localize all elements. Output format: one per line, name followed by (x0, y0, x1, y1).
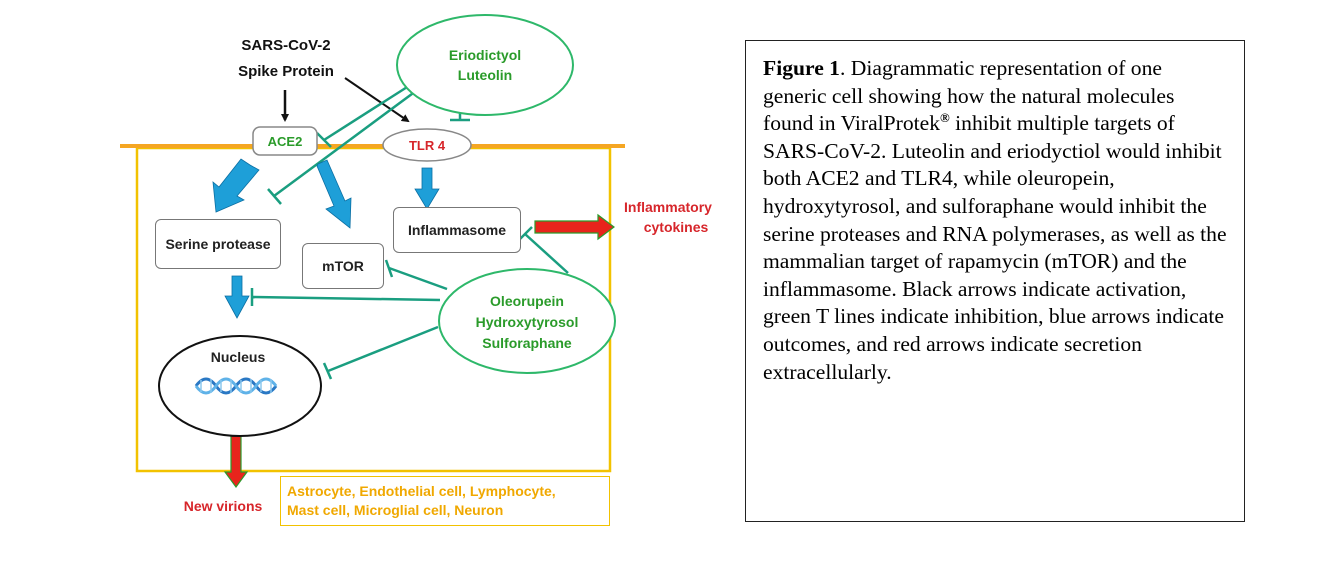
inhibition-lines-bottom (250, 226, 569, 380)
virion-release-arrow (223, 431, 249, 489)
eriodictyol-luteolin-ellipse (396, 14, 574, 116)
cell-types-legend: Astrocyte, Endothelial cell, Lymphocyte,… (280, 476, 610, 526)
activation-arrow-tlr4 (344, 77, 410, 123)
cell-diagram: Eriodictyol Luteolin Oleorupein Hydroxyt… (120, 14, 712, 526)
hydroxytyrosol-label: Hydroxytyrosol (476, 314, 579, 330)
registered-mark: ® (940, 110, 950, 125)
inflammatory-label: Inflammatory (624, 199, 712, 215)
inflammasome-box: Inflammasome (393, 207, 521, 253)
inhibition-lines-top (267, 80, 470, 205)
cell-types-line2: Mast cell, Microglial cell, Neuron (287, 502, 504, 518)
mtor-box: mTOR (302, 243, 384, 289)
new-virions-label: New virions (184, 498, 263, 514)
diagram-canvas: Eriodictyol Luteolin Oleorupein Hydroxyt… (120, 14, 712, 514)
cell-types-line1: Astrocyte, Endothelial cell, Lymphocyte, (287, 483, 556, 499)
cytokine-secretion-arrow (534, 213, 615, 241)
outcome-arrows (212, 158, 440, 319)
spike-protein-label: Spike Protein (238, 63, 334, 80)
serine-protease-box: Serine protease (155, 219, 281, 269)
luteolin-label: Luteolin (458, 67, 512, 83)
tlr4-receptor (382, 128, 472, 162)
ace2-receptor (252, 126, 318, 156)
cytokines-label: cytokines (644, 219, 709, 235)
sulforaphane-label: Sulforaphane (482, 335, 572, 351)
figure-label: Figure 1 (763, 56, 840, 80)
dna-icon (194, 377, 278, 395)
ace2-label: ACE2 (268, 134, 303, 149)
nucleus-label: Nucleus (211, 349, 266, 365)
sars-cov-2-label: SARS-CoV-2 (241, 37, 330, 54)
figure-caption: Figure 1. Diagrammatic representation of… (745, 40, 1245, 522)
oleorupein-ellipse (438, 268, 616, 374)
caption-text-part1: . Diagrammatic representation of one gen… (763, 56, 1175, 136)
nucleus (158, 335, 322, 437)
eriodictyol-label: Eriodictyol (449, 47, 521, 63)
oleorupein-label: Oleorupein (490, 293, 564, 309)
caption-text-part2: inhibit multiple targets of SARS-CoV-2. … (763, 111, 1227, 384)
tlr4-label: TLR 4 (409, 138, 446, 153)
